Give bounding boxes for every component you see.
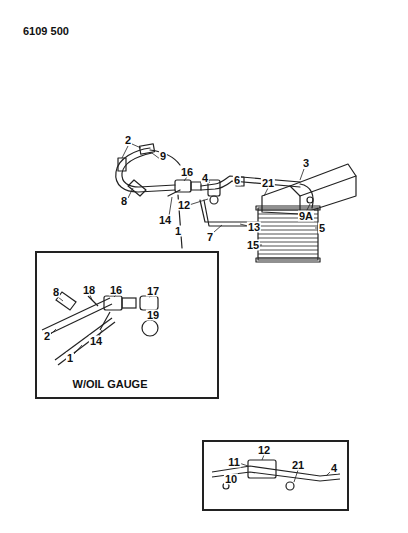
callout-number: 6 <box>233 175 241 186</box>
callout-number: 1 <box>174 226 182 237</box>
callout-number: 4 <box>201 173 209 184</box>
callout-number: 17 <box>146 286 160 297</box>
callout-number: 10 <box>224 474 238 485</box>
callout-number: 8 <box>120 196 128 207</box>
callout-number: 13 <box>247 222 261 233</box>
callout-number: 4 <box>330 463 338 474</box>
callout-number: 1 <box>66 353 74 364</box>
callout-number: 21 <box>261 178 275 189</box>
callout-number: 18 <box>82 285 96 296</box>
callout-number: 9 <box>159 151 167 162</box>
callout-number: 16 <box>109 285 123 296</box>
inset-note: W/OIL GAUGE <box>72 379 149 390</box>
callout-number: 12 <box>177 200 191 211</box>
callout-number: 14 <box>158 215 172 226</box>
callout-number: 15 <box>246 240 260 251</box>
callout-number: 21 <box>291 460 305 471</box>
callout-number: 19 <box>146 310 160 321</box>
callout-number: 9A <box>298 211 314 222</box>
callout-number: 3 <box>302 158 310 169</box>
callout-number: 14 <box>89 336 103 347</box>
callout-number: 8 <box>52 287 60 298</box>
callout-number: 16 <box>180 167 194 178</box>
callout-number: 7 <box>206 232 214 243</box>
callout-number: 5 <box>318 223 326 234</box>
callout-number: 12 <box>257 445 271 456</box>
callout-number: 11 <box>227 457 241 468</box>
part-number: 6109 500 <box>22 26 70 37</box>
callout-number: 2 <box>124 135 132 146</box>
callout-number: 2 <box>43 331 51 342</box>
